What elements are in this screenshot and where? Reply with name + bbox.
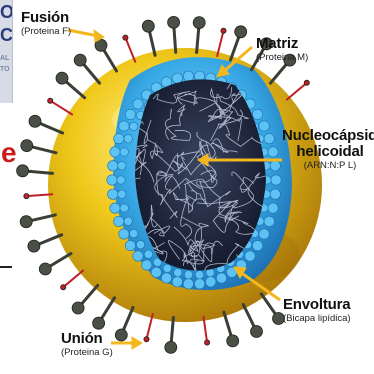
- matrix-protein-bead: [172, 277, 182, 287]
- label-matriz: Matriz (Proteina M): [256, 36, 308, 64]
- matrix-protein-bead: [107, 175, 117, 185]
- matrix-protein-bead: [259, 121, 269, 131]
- glycoprotein-spike-icon: [29, 115, 63, 133]
- matrix-protein-bead: [108, 161, 118, 171]
- matrix-protein-bead: [114, 216, 124, 226]
- matrix-protein-bead: [161, 273, 171, 283]
- label-nucleocapside-sub: (ARN:N:P L): [282, 160, 374, 172]
- fusion-spike-icon: [217, 28, 226, 56]
- matrix-protein-bead: [270, 161, 280, 171]
- matrix-protein-bead: [252, 109, 262, 119]
- matrix-protein-bead: [252, 240, 262, 250]
- fusion-spike-icon: [144, 314, 153, 342]
- glycoprotein-spike-icon: [95, 39, 117, 71]
- label-envoltura-name: Envoltura: [283, 297, 351, 313]
- label-matriz-name: Matriz: [256, 36, 308, 52]
- matrix-protein-bead: [206, 277, 216, 287]
- matrix-protein-bead: [119, 121, 129, 131]
- label-nucleocapside-name-2: helicoidal: [282, 144, 374, 160]
- matrix-protein-bead: [136, 240, 144, 248]
- matrix-protein-bead: [130, 229, 138, 237]
- matrix-protein-bead: [124, 135, 132, 143]
- matrix-protein-bead: [110, 147, 120, 157]
- matrix-protein-bead: [183, 279, 193, 289]
- glycoprotein-spike-icon: [168, 16, 180, 52]
- matrix-protein-bead: [268, 203, 278, 213]
- matrix-protein-bead: [114, 133, 124, 143]
- matrix-protein-bead: [270, 189, 280, 199]
- fusion-spike-icon: [48, 98, 73, 114]
- matrix-protein-bead: [264, 133, 274, 143]
- matrix-protein-bead: [194, 279, 204, 289]
- matrix-protein-bead: [110, 203, 120, 213]
- matrix-protein-bead: [264, 216, 274, 226]
- label-nucleocapside: Nucleocápside helicoidal (ARN:N:P L): [282, 128, 374, 172]
- matrix-protein-bead: [133, 99, 143, 109]
- matrix-protein-bead: [125, 109, 135, 119]
- matrix-protein-bead: [130, 122, 138, 130]
- matrix-protein-bead: [133, 251, 143, 261]
- matrix-protein-bead: [142, 260, 152, 270]
- glycoprotein-spike-icon: [115, 307, 133, 341]
- label-nucleocapside-name-1: Nucleocápside: [282, 128, 374, 144]
- glycoprotein-spike-icon: [39, 254, 71, 276]
- matrix-protein-bead: [118, 190, 126, 198]
- glycoprotein-spike-icon: [20, 215, 55, 228]
- matrix-protein-bead: [216, 273, 226, 283]
- arrow-union: [111, 337, 142, 349]
- matrix-protein-bead: [271, 175, 281, 185]
- matrix-protein-bead: [120, 148, 128, 156]
- matrix-protein-bead: [195, 271, 203, 279]
- matrix-protein-bead: [108, 189, 118, 199]
- fusion-spike-icon: [204, 317, 210, 345]
- label-fusion-sub: (Proteina F): [21, 26, 71, 38]
- matrix-protein-bead: [144, 250, 152, 258]
- glycoprotein-spike-icon: [17, 165, 53, 177]
- matrix-protein-bead: [117, 176, 125, 184]
- matrix-protein-bead: [163, 264, 171, 272]
- matrix-protein-bead: [151, 267, 161, 277]
- label-matriz-sub: (Proteina M): [256, 52, 308, 64]
- label-fusion-name: Fusión: [21, 10, 71, 26]
- glycoprotein-spike-icon: [224, 312, 239, 347]
- matrix-protein-bead: [124, 217, 132, 225]
- fusion-spike-icon: [61, 271, 83, 290]
- glycoprotein-spike-icon: [28, 235, 62, 252]
- matrix-protein-bead: [174, 268, 182, 276]
- matrix-protein-bead: [184, 271, 192, 279]
- glycoprotein-spike-icon: [56, 72, 85, 98]
- matrix-protein-bead: [119, 229, 129, 239]
- matrix-protein-bead: [259, 229, 269, 239]
- glycoprotein-spike-icon: [261, 294, 284, 325]
- matrix-protein-bead: [268, 147, 278, 157]
- glycoprotein-spike-icon: [21, 140, 56, 153]
- fusion-spike-icon: [123, 35, 135, 62]
- matrix-protein-bead: [118, 162, 126, 170]
- matrix-protein-bead: [120, 204, 128, 212]
- arrow-fusion: [68, 30, 104, 42]
- glycoprotein-spike-icon: [74, 54, 99, 83]
- matrix-protein-bead: [125, 240, 135, 250]
- glycoprotein-spike-icon: [165, 318, 177, 354]
- label-fusion: Fusión (Proteina F): [21, 10, 71, 38]
- fusion-spike-icon: [24, 194, 53, 199]
- label-envoltura: Envoltura (Bicapa lipídica): [283, 297, 351, 325]
- glycoprotein-spike-icon: [93, 298, 115, 329]
- fusion-spike-icon: [287, 80, 310, 99]
- glycoprotein-spike-icon: [72, 285, 98, 314]
- label-union-sub: (Proteina G): [61, 347, 113, 359]
- glycoprotein-spike-icon: [193, 17, 205, 53]
- matrix-protein-bead: [183, 71, 193, 81]
- matrix-protein-bead: [245, 251, 255, 261]
- label-union-name: Unión: [61, 331, 113, 347]
- label-union: Unión (Proteina G): [61, 331, 113, 359]
- label-envoltura-sub: (Bicapa lipídica): [283, 313, 351, 325]
- glycoprotein-spike-icon: [142, 20, 155, 55]
- glycoprotein-spike-icon: [243, 305, 262, 338]
